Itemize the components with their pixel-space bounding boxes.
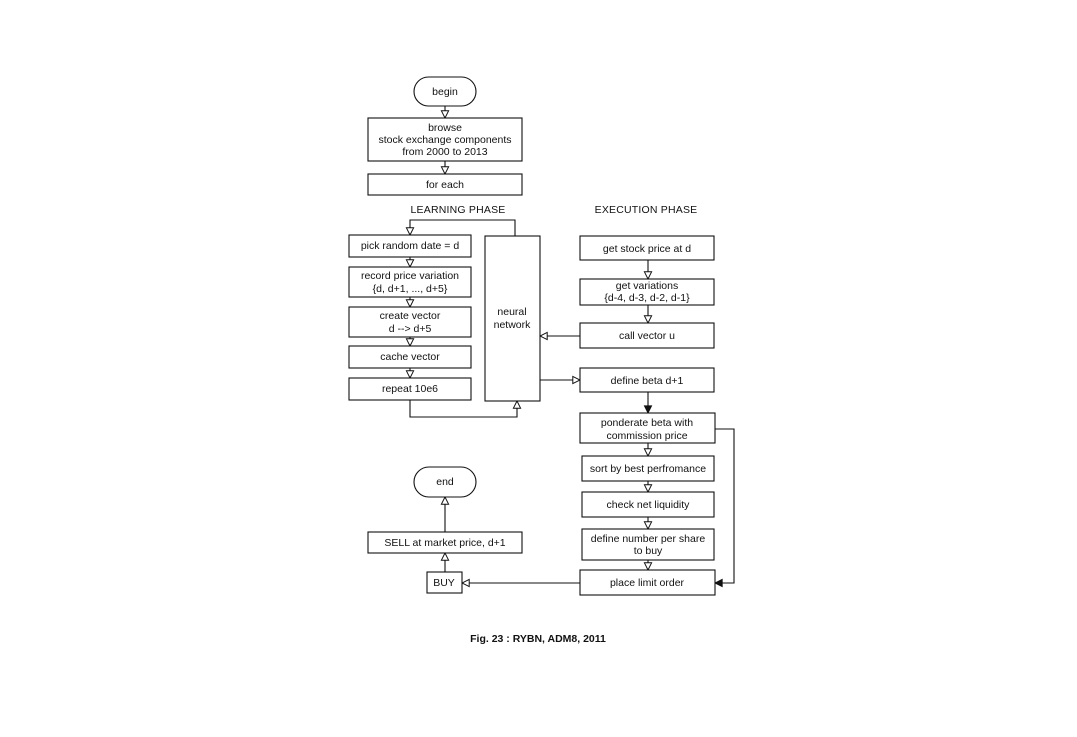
buy-label: BUY <box>433 577 455 589</box>
arrow-network-to-pick <box>410 219 516 236</box>
place-limit-order-step: place limit order <box>579 569 716 596</box>
sort-performance-label: sort by best perfromance <box>590 463 706 475</box>
figure-caption: Fig. 23 : RYBN, ADM8, 2011 <box>470 633 606 645</box>
end-label: end <box>436 476 454 488</box>
get-variations-step: get variations {d-4, d-3, d-2, d-1} <box>579 278 715 306</box>
browse-step: browse stock exchange components from 20… <box>367 117 523 162</box>
define-beta-step: define beta d+1 <box>579 367 715 393</box>
define-number-step: define number per share to buy <box>581 528 715 561</box>
call-vector-label: call vector u <box>619 330 675 342</box>
connectors <box>409 106 735 583</box>
define-beta-label: define beta d+1 <box>611 375 684 387</box>
get-variations-label-line1: get variations <box>616 280 678 292</box>
get-stock-price-label: get stock price at d <box>603 243 691 255</box>
execution-phase-title: EXECUTION PHASE <box>595 204 698 216</box>
call-vector-step: call vector u <box>579 322 715 349</box>
sort-performance-step: sort by best perfromance <box>581 455 715 482</box>
arrow-ponderate-place <box>715 428 735 583</box>
create-vector-label-line1: create vector <box>380 310 441 322</box>
for-each-label: for each <box>426 179 464 191</box>
neural-network-label-line2: network <box>494 319 532 331</box>
neural-network-block: neural network <box>484 235 541 402</box>
define-number-label-line1: define number per share <box>591 533 706 545</box>
neural-network-label-line1: neural <box>497 306 526 318</box>
browse-label-line3: from 2000 to 2013 <box>402 146 487 158</box>
arrow-repeat-network <box>409 400 517 418</box>
browse-label-line1: browse <box>428 122 462 134</box>
check-liquidity-step: check net liquidity <box>581 491 715 518</box>
record-price-variation-step: record price variation {d, d+1, ..., d+5… <box>348 266 472 298</box>
ponderate-label-line2: commission price <box>606 430 687 442</box>
end-terminal: end <box>413 466 477 498</box>
sell-step: SELL at market price, d+1 <box>367 531 523 554</box>
ponderate-beta-step: ponderate beta with commission price <box>579 412 716 444</box>
repeat-label: repeat 10e6 <box>382 383 438 395</box>
begin-terminal: begin <box>413 76 477 107</box>
learning-phase-title: LEARNING PHASE <box>411 204 506 216</box>
begin-label: begin <box>432 86 458 98</box>
repeat-step: repeat 10e6 <box>348 377 472 401</box>
buy-step: BUY <box>426 571 463 594</box>
ponderate-label-line1: ponderate beta with <box>601 417 693 429</box>
place-limit-order-label: place limit order <box>610 577 685 589</box>
pick-random-date-step: pick random date = d <box>348 234 472 258</box>
get-variations-label-line2: {d-4, d-3, d-2, d-1} <box>604 292 690 304</box>
pick-random-date-label: pick random date = d <box>361 240 460 252</box>
create-vector-step: create vector d --> d+5 <box>348 306 472 338</box>
for-each-step: for each <box>367 173 523 196</box>
get-stock-price-step: get stock price at d <box>579 235 715 261</box>
cache-vector-label: cache vector <box>380 351 440 363</box>
create-vector-label-line2: d --> d+5 <box>389 323 432 335</box>
record-price-label-line2: {d, d+1, ..., d+5} <box>373 283 448 295</box>
define-number-label-line2: to buy <box>634 545 663 557</box>
browse-label-line2: stock exchange components <box>378 134 511 146</box>
sell-label: SELL at market price, d+1 <box>384 537 505 549</box>
record-price-label-line1: record price variation <box>361 270 459 282</box>
check-liquidity-label: check net liquidity <box>607 499 691 511</box>
cache-vector-step: cache vector <box>348 345 472 369</box>
